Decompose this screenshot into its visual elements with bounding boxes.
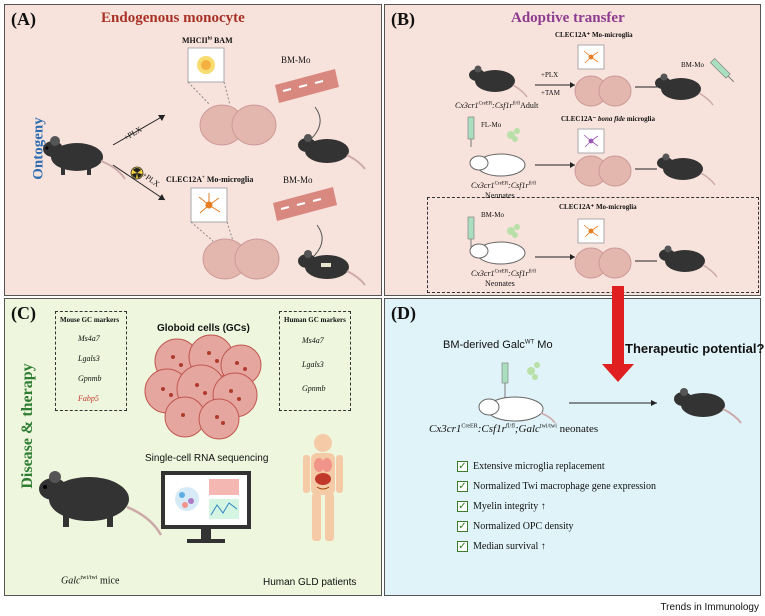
mouse-icon-bottom-right	[298, 250, 366, 286]
mouse-marker: Gpnmb	[78, 374, 102, 383]
panel-b-title: Adoptive transfer	[511, 10, 625, 26]
b-row1-bmmo: BM-Mo	[681, 61, 704, 69]
human-marker: Lgals3	[302, 360, 324, 369]
panel-a-title: Endogenous monocyte	[101, 10, 245, 26]
neonate-bm-transfer-box	[427, 197, 759, 293]
mouse-icon	[43, 136, 126, 180]
mouse-markers-box: Mouse GC markers Ms4a7 Lgals3 Gpnmb Fabp…	[55, 311, 127, 411]
arrow-up	[112, 114, 166, 146]
panel-a-label: (A)	[11, 9, 36, 29]
panel-a-illustrations	[43, 47, 366, 286]
radiation-icon	[130, 166, 144, 180]
mouse-icon-b3-right	[659, 245, 718, 278]
mouse-icon-adult	[469, 65, 528, 98]
human-marker: Ms4a7	[302, 336, 324, 345]
check-icon: ✓	[457, 461, 468, 472]
mouse-marker: Ms4a7	[78, 334, 100, 343]
blood-vessel-icon-bottom	[273, 187, 337, 221]
blood-vessel-icon-top	[275, 69, 339, 103]
check-icon: ✓	[457, 501, 468, 512]
human-markers-box: Human GC markers Ms4a7 Lgals3 Gpnmb	[279, 311, 351, 411]
mouse-icon-d-right	[674, 388, 742, 424]
check-icon: ✓	[457, 541, 468, 552]
syringe-icon-b3	[467, 216, 475, 247]
syringe-icon-d	[501, 362, 509, 399]
neonate-mouse-icon-d	[478, 396, 556, 424]
microglia-label: CLEC12A+ Mo-microglia	[166, 175, 254, 184]
mouse-marker-highlight: Fabp5	[78, 394, 99, 403]
outcome-item: Normalized OPC density	[473, 521, 574, 532]
b-row2-title: CLEC12A⁻ bona fide microglia	[561, 115, 655, 123]
mouse-icon-galc	[39, 471, 163, 536]
check-icon: ✓	[457, 481, 468, 492]
globoid-title: Globoid cells (GCs)	[157, 323, 250, 334]
b-row3-neonates: Neonates	[485, 279, 515, 288]
scrna-label: Single-cell RNA sequencing	[145, 453, 269, 464]
globoid-cells-icon	[144, 334, 262, 440]
human-body-icon	[303, 434, 343, 541]
mouse-icon-b1-right	[655, 73, 714, 106]
panel-c-label: (C)	[11, 303, 36, 323]
bmmo-top-label: BM-Mo	[281, 55, 311, 65]
outcome-item: Extensive microglia replacement	[473, 461, 605, 472]
mouse-icon-b2-right	[657, 153, 716, 186]
human-marker: Gpnmb	[302, 384, 326, 393]
mouse-marker: Lgals3	[78, 354, 100, 363]
mouse-markers-title: Mouse GC markers	[60, 316, 120, 324]
bam-cell-icon	[197, 56, 215, 74]
check-icon: ✓	[457, 521, 468, 532]
neonate-mouse-icon-b3	[469, 241, 526, 265]
bmmo-bottom-label: BM-Mo	[283, 175, 313, 185]
recipient-genotype: Cx3cr1CreER:Csf1rfl/fl;Galctwi/twi neona…	[429, 423, 599, 435]
panel-d-therapeutic-potential: (D) BM-derived GalcWT Mo Therapeutic pot…	[384, 298, 765, 596]
b-row1-genotype: Cx3cr1CreER:Csf1rfl/flAdult	[455, 101, 539, 110]
galc-mice-label: Galctwi/twi mice	[61, 575, 120, 587]
mouse-icon-top-right	[298, 134, 366, 170]
brain-icon-b2	[574, 155, 632, 187]
b-row2-genotype: Cx3cr1CreER:Csf1rfl/fl	[471, 181, 537, 190]
outcome-item: Median survival ↑	[473, 541, 546, 552]
microglia-cell-icon	[198, 193, 221, 214]
donor-label: BM-derived GalcWT Mo	[443, 339, 553, 351]
outcome-item: Normalized Twi macrophage gene expressio…	[473, 481, 656, 492]
outcome-item: Myelin integrity ↑	[473, 501, 546, 512]
b-row1-title: CLEC12A⁺ Mo-microglia	[555, 31, 633, 39]
syringe-icon-b1	[709, 57, 735, 83]
brain-icon-bottom	[202, 238, 280, 280]
syringe-icon-b2	[467, 116, 475, 147]
b-row2-flmo: FL-Mo	[481, 121, 502, 129]
panel-d-label: (D)	[391, 303, 416, 323]
arrow-down	[112, 164, 166, 201]
bam-label: MHCIIhi BAM	[182, 36, 233, 45]
panel-b-illustrations	[467, 44, 735, 279]
b-row1-tam: +TAM	[541, 89, 560, 97]
panel-c-illustrations	[39, 334, 343, 543]
brain-icon-top	[199, 104, 277, 146]
brain-icon-b3	[574, 247, 632, 279]
therapeutic-question: Therapeutic potential?	[625, 341, 765, 356]
panel-c-disease-therapy: (C) Disease & therapy Mouse GC markers M…	[4, 298, 382, 596]
b-row3-title: CLEC12A⁺ Mo-microglia	[559, 203, 637, 211]
panel-d-illustrations	[478, 362, 742, 424]
panel-b-label: (B)	[391, 9, 415, 29]
b-row1-plx: +PLX	[541, 71, 559, 79]
computer-monitor-icon	[161, 471, 251, 543]
brain-icon-b1	[574, 75, 632, 107]
b-row2-neonates: Neonates	[485, 191, 515, 200]
b-row3-bmmo: BM-Mo	[481, 211, 504, 219]
journal-credit: Trends in Immunology	[660, 602, 759, 613]
panel-a-endogenous-monocyte: (A) Endogenous monocyte Ontogeny	[4, 4, 382, 296]
gld-patients-label: Human GLD patients	[263, 577, 357, 588]
human-markers-title: Human GC markers	[284, 316, 346, 324]
panel-b-adoptive-transfer: (B) Adoptive transfer	[384, 4, 761, 296]
b-row3-genotype: Cx3cr1CreER:Csf1rfl/fl	[471, 269, 537, 278]
neonate-mouse-icon-b2	[469, 153, 526, 177]
